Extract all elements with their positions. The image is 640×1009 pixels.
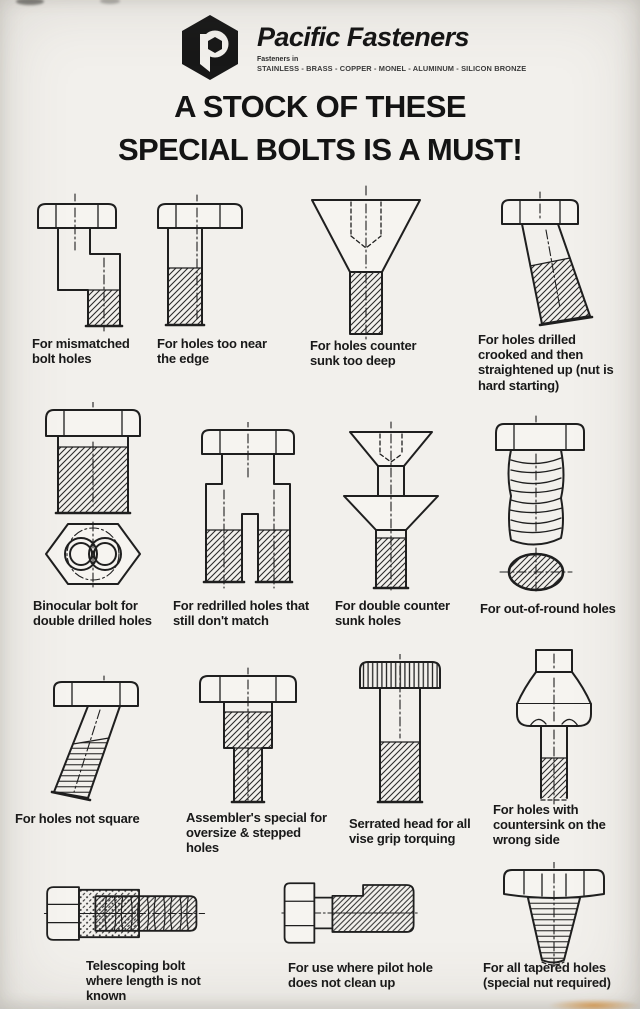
caption-countersunk-deep: For holes counter sunk too deep — [310, 338, 417, 369]
poster-title: A STOCK OF THESE SPECIAL BOLTS IS A MUST… — [0, 86, 640, 172]
caption-crooked: For holes drilled crooked and then strai… — [478, 332, 614, 393]
caption-not-square: For holes not square — [15, 811, 140, 826]
poster-title-line2: SPECIAL BOLTS IS A MUST! — [117, 131, 523, 167]
caption-double-countersunk: For double counter sunk holes — [335, 598, 450, 629]
bolt-tapered-illustration — [503, 862, 605, 967]
bolt-near-edge-illustration — [157, 194, 243, 327]
scan-smudge — [100, 0, 120, 4]
bolt-assemblers-illustration — [199, 667, 297, 804]
bolt-not-square-illustration — [50, 675, 139, 802]
caption-tapered: For all tapered holes (special nut requi… — [483, 960, 611, 991]
pacific-fasteners-logo — [182, 15, 238, 80]
caption-mismatched: For mismatched bolt holes — [32, 336, 130, 367]
caption-redrilled: For redrilled holes that still don't mat… — [173, 598, 310, 629]
brand-name: Pacific Fasteners — [257, 22, 470, 52]
caption-assemblers: Assembler's special for oversize & stepp… — [186, 810, 327, 856]
bolt-telescoping-illustration — [43, 886, 206, 941]
caption-telescoping: Telescoping bolt where length is not kno… — [86, 958, 201, 1004]
bolt-countersunk-deep-illustration — [311, 185, 421, 341]
bolt-mismatched-illustration — [37, 193, 124, 332]
caption-pilot-hole: For use where pilot hole does not clean … — [288, 960, 433, 991]
bolt-binocular-illustration — [45, 402, 141, 591]
caption-serrated: Serrated head for all vise grip torquing — [349, 816, 471, 847]
scan-smudge-orange — [548, 999, 640, 1009]
bolt-countersink-wrong-illustration — [516, 649, 592, 805]
brand-tagline-lead: Fasteners in — [257, 56, 299, 63]
caption-out-of-round: For out-of-round holes — [480, 601, 616, 616]
bolt-out-of-round-illustration — [495, 415, 585, 595]
caption-countersink-wrong: For holes with countersink on the wrong … — [493, 802, 606, 848]
brand-block: Pacific Fasteners Fasteners in STAINLESS… — [257, 22, 587, 73]
bolt-pilot-hole-illustration — [281, 882, 418, 944]
bolt-serrated-illustration — [359, 654, 441, 804]
bolt-double-countersunk-illustration — [343, 421, 439, 591]
caption-binocular: Binocular bolt for double drilled holes — [33, 598, 152, 629]
scan-smudge — [16, 0, 44, 5]
poster-title-line1: A STOCK OF THESE — [174, 89, 466, 124]
caption-near-edge: For holes too near the edge — [157, 336, 267, 367]
bolt-redrilled-illustration — [201, 422, 295, 589]
bolt-crooked-illustration — [501, 191, 594, 327]
brand-tagline: STAINLESS - BRASS - COPPER - MONEL - ALU… — [257, 64, 527, 73]
